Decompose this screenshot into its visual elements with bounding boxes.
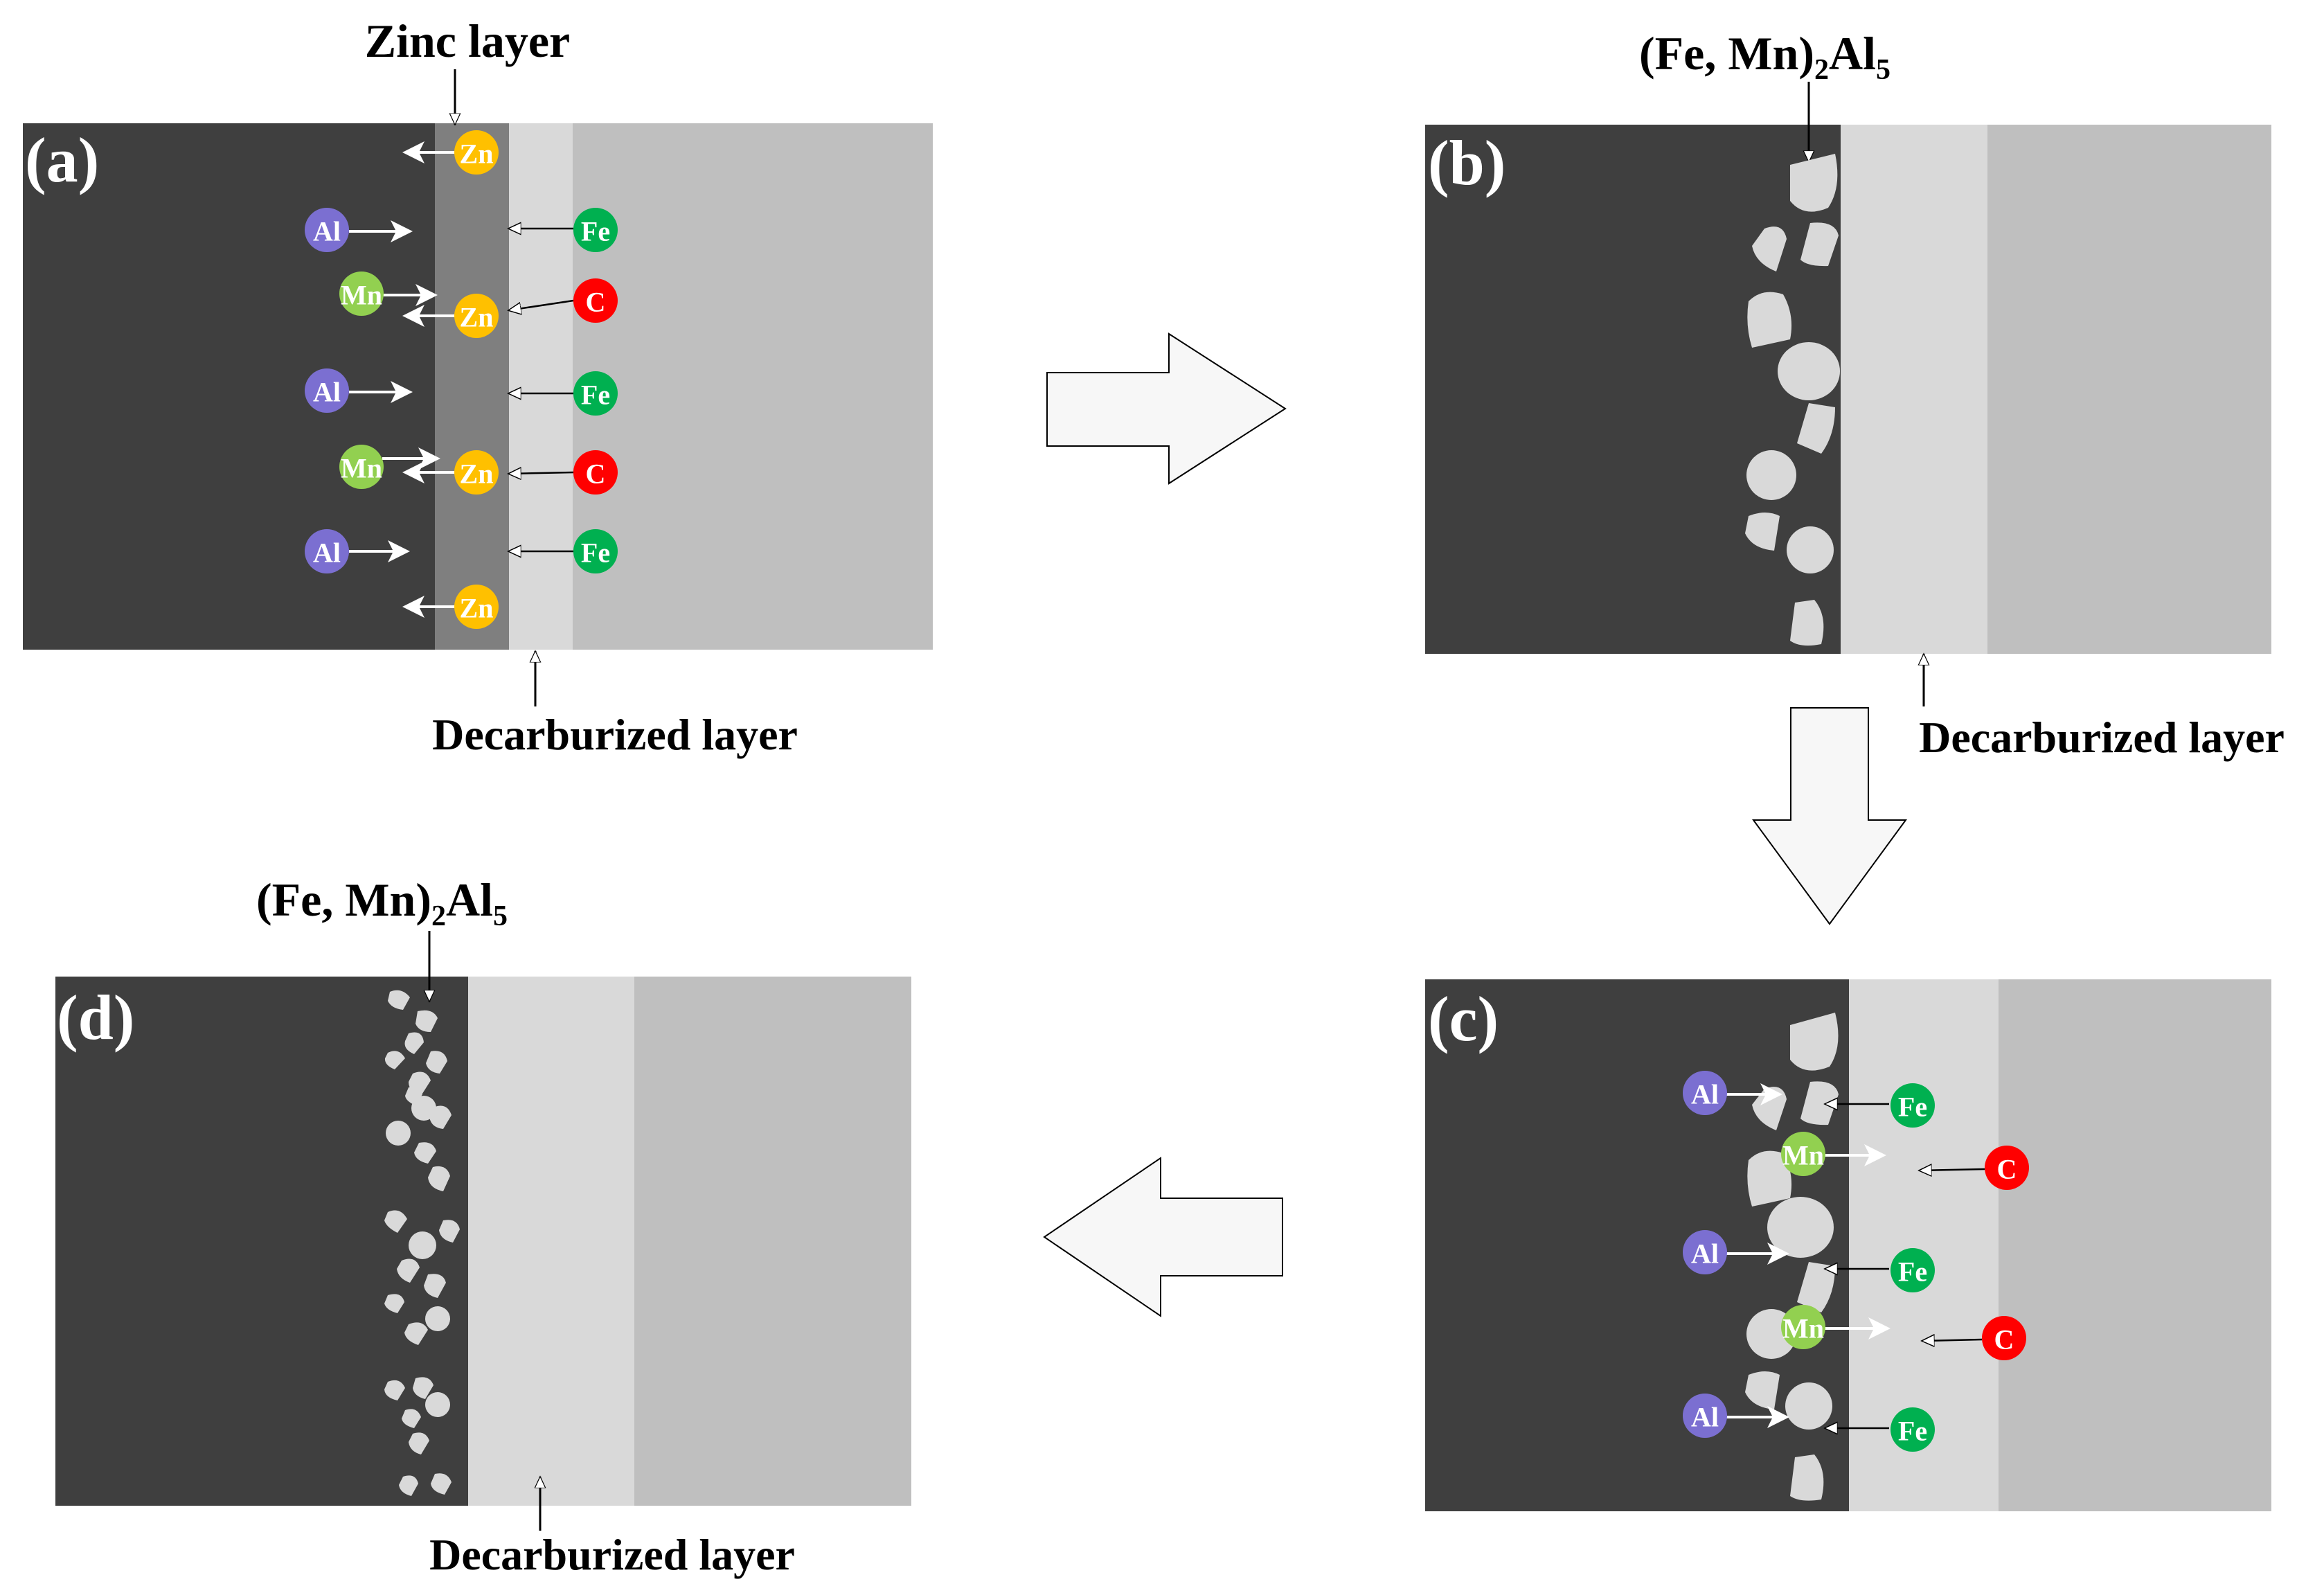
panel-label-d: (d): [57, 982, 134, 1053]
svg-text:C: C: [1997, 1154, 2017, 1185]
c-atom-c1: C: [1920, 1146, 2029, 1190]
zn-atom-a3: Zn: [402, 450, 499, 495]
svg-text:Mn: Mn: [341, 453, 382, 484]
svg-text:Fe: Fe: [1898, 1092, 1927, 1123]
matrix-band-d: [634, 977, 911, 1506]
svg-text:Al: Al: [1691, 1079, 1719, 1110]
zn-atom-a4: Zn: [402, 585, 499, 629]
decarburized-layer-band-a: [509, 123, 573, 650]
fe-atom-a2: Fe: [509, 371, 618, 416]
al-atom-c3: Al: [1683, 1394, 1789, 1438]
svg-text:Fe: Fe: [581, 216, 610, 247]
svg-text:Fe: Fe: [1898, 1416, 1927, 1447]
fe-atom-c3: Fe: [1825, 1407, 1935, 1452]
decarburized-layer-band-b: [1841, 125, 1987, 654]
mn-atom-a2: Mn: [339, 445, 440, 489]
svg-text:Al: Al: [1691, 1402, 1719, 1433]
precipitate-label-b: (Fe, Mn)2Al5: [1639, 27, 1891, 86]
fe-atom-c2: Fe: [1825, 1248, 1935, 1292]
precipitate-particles-d: [384, 990, 460, 1496]
svg-text:Al: Al: [1691, 1238, 1719, 1270]
svg-text:Mn: Mn: [1782, 1140, 1824, 1171]
mn-atom-a1: Mn: [339, 272, 438, 316]
al-atom-a2: Al: [305, 368, 413, 413]
precipitate-label-d: (Fe, Mn)2Al5: [256, 873, 508, 932]
decarburized-label-b: Decarburized layer: [1919, 713, 2285, 762]
svg-text:Fe: Fe: [581, 537, 610, 569]
mn-atom-c2: Mn: [1781, 1305, 1891, 1349]
svg-text:Zn: Zn: [460, 302, 494, 333]
matrix-band-b: [1987, 125, 2271, 654]
fe-atom-a3: Fe: [509, 529, 618, 573]
al-atom-c1: Al: [1683, 1071, 1782, 1115]
panel-c: (c) Al Al Al: [1425, 979, 2271, 1511]
decarburized-label-a: Decarburized layer: [432, 710, 798, 759]
decarburized-label-d: Decarburized layer: [429, 1530, 795, 1579]
svg-text:Al: Al: [313, 377, 341, 408]
steel-substrate-a: [23, 123, 435, 650]
panel-label-b: (b): [1428, 127, 1505, 198]
panel-label-a: (a): [25, 125, 99, 195]
precipitate-particles-c: [1745, 1013, 1839, 1501]
steel-substrate-d: [55, 977, 468, 1506]
svg-text:Zn: Zn: [460, 459, 494, 490]
c-atom-a1: C: [509, 278, 618, 323]
panel-b: (b) (Fe, Mn)2Al5 Decarburized layer: [1425, 27, 2285, 762]
svg-text:C: C: [1994, 1324, 2014, 1355]
flow-arrow-c-to-d: [1043, 1157, 1283, 1317]
al-atom-a3: Al: [305, 529, 410, 573]
flow-arrow-a-to-b: [1046, 332, 1287, 485]
fe-atom-a1: Fe: [509, 208, 618, 252]
svg-text:Zn: Zn: [460, 139, 494, 170]
al-atom-a1: Al: [305, 208, 413, 252]
c-atom-a2: C: [509, 450, 618, 495]
matrix-band-a: [573, 123, 933, 650]
svg-text:Al: Al: [313, 537, 341, 569]
svg-text:Fe: Fe: [1898, 1256, 1927, 1288]
flow-arrow-b-to-c: [1752, 707, 1907, 925]
mn-atom-c1: Mn: [1781, 1132, 1886, 1176]
zn-atom-a2: Zn: [402, 294, 499, 338]
svg-text:Mn: Mn: [1782, 1313, 1824, 1344]
svg-text:C: C: [586, 459, 606, 490]
al-atom-c2: Al: [1683, 1230, 1789, 1274]
svg-text:Fe: Fe: [581, 380, 610, 411]
svg-text:Al: Al: [313, 216, 341, 247]
zinc-layer-band: [435, 123, 509, 650]
svg-text:Mn: Mn: [341, 280, 382, 311]
matrix-band-c: [1999, 979, 2271, 1511]
steel-substrate-b: [1425, 125, 1841, 654]
zinc-layer-label: Zinc layer: [365, 15, 571, 67]
zn-atom-a1: Zn: [402, 130, 499, 175]
panel-d: (d) (Fe, Mn)2Al5: [55, 873, 911, 1579]
panel-label-c: (c): [1428, 984, 1499, 1054]
c-atom-c2: C: [1922, 1316, 2026, 1360]
panel-a: (a) Zinc layer Decarburized layer Zn Zn …: [23, 15, 933, 759]
decarburized-layer-band-d: [468, 977, 634, 1506]
svg-text:Zn: Zn: [460, 593, 494, 624]
fe-atom-c1: Fe: [1825, 1083, 1935, 1128]
svg-text:C: C: [586, 287, 606, 318]
precipitate-particles-b: [1745, 154, 1840, 646]
